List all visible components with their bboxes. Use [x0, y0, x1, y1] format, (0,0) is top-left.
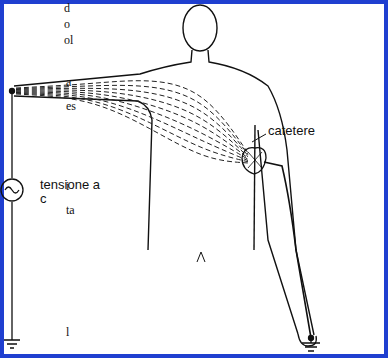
- current-line: [16, 92, 248, 160]
- current-line: [16, 94, 248, 163]
- text-fragment: l: [66, 326, 69, 339]
- current-lines: [16, 81, 248, 163]
- heart: [242, 148, 266, 174]
- text-fragment: ta: [66, 204, 75, 217]
- body-outline: [14, 5, 316, 346]
- current-line: [16, 91, 248, 158]
- catheter-label: catetere: [268, 124, 315, 138]
- current-line: [16, 93, 248, 162]
- frame: [2, 2, 386, 356]
- text-fragment: o: [64, 18, 70, 31]
- text-fragment: i: [66, 180, 69, 193]
- text-fragment: ol: [64, 34, 73, 47]
- ground-symbol: [302, 336, 320, 352]
- ac-source-circuit: [1, 89, 23, 349]
- text-fragment: es: [66, 100, 76, 113]
- leader-line: [252, 134, 266, 142]
- voltage-label: tensione a c: [40, 178, 102, 207]
- catheter: [264, 162, 311, 338]
- current-line: [16, 88, 248, 155]
- current-line: [16, 93, 248, 161]
- text-fragment: a: [66, 76, 71, 89]
- text-fragment: d: [64, 2, 70, 15]
